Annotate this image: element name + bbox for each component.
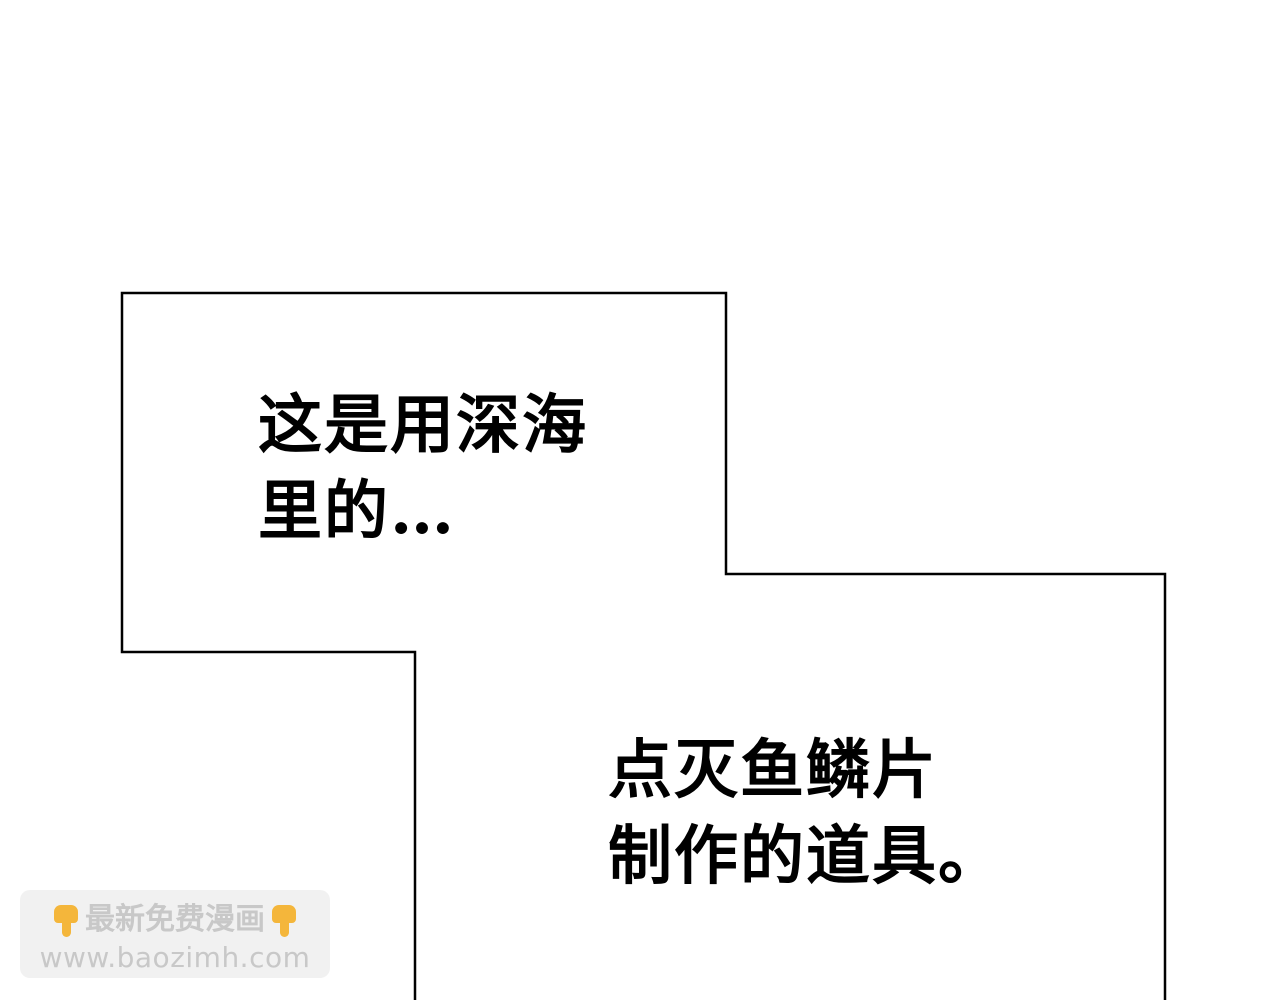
pointing-down-hand-icon: [269, 903, 299, 937]
caption-text-top: 这是用深海 里的…: [258, 383, 588, 555]
caption-line: 里的…: [258, 474, 456, 549]
pointing-down-hand-icon: [51, 903, 81, 937]
watermark-title-row: 最新免费漫画: [20, 890, 330, 940]
caption-text-bottom: 点灭鱼鳞片 制作的道具。: [608, 728, 1004, 900]
caption-line: 点灭鱼鳞片: [608, 733, 938, 808]
caption-line: 制作的道具。: [608, 819, 1004, 894]
speech-box-border: [120, 291, 1167, 1000]
watermark[interactable]: 最新免费漫画 www.baozimh.com: [20, 890, 330, 978]
watermark-url[interactable]: www.baozimh.com: [39, 941, 311, 974]
watermark-title: 最新免费漫画: [85, 902, 265, 937]
caption-line: 这是用深海: [258, 388, 588, 463]
